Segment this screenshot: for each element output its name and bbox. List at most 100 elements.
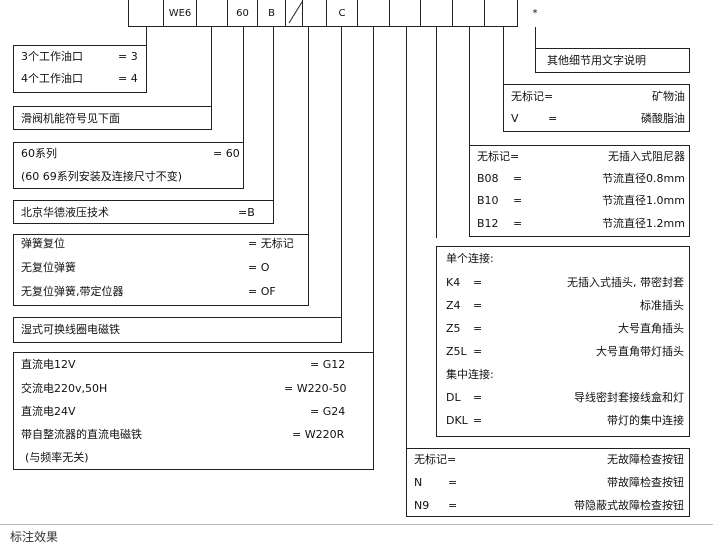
- button-eq-3: =: [448, 499, 458, 512]
- beijing-label: 北京华德液压技术: [21, 206, 109, 219]
- conn-value-6: 带灯的集中连接: [607, 414, 684, 427]
- box-damper: 无标记= 无插入式阻尼器 B08 = 节流直径0.8mm B10 = 节流直径1…: [469, 145, 690, 237]
- symbol-text: 滑阀机能符号见下面: [21, 112, 120, 125]
- box-spring: 弹簧复位 = 无标记 无复位弹簧 = O 无复位弹簧,带定位器 = OF: [13, 234, 309, 306]
- damper-label-4: B12: [477, 217, 499, 230]
- other-details-text: 其他细节用文字说明: [547, 54, 646, 67]
- code-cell-blank-1: [128, 0, 164, 27]
- conn-heading-central: 集中连接:: [446, 368, 494, 381]
- conn-eq-2: =: [473, 299, 483, 312]
- power-value-4: = W220R: [292, 428, 345, 441]
- code-cell-blank-2: [196, 0, 228, 27]
- damper-eq-3: =: [513, 194, 523, 207]
- spring-label-3: 无复位弹簧,带定位器: [21, 285, 124, 298]
- conn-label-6: DKL: [446, 414, 468, 427]
- button-label-2: N: [414, 476, 423, 489]
- damper-value-4: 节流直径1.2mm: [602, 217, 685, 230]
- code-cell-slash: [285, 0, 303, 27]
- series-value-1: = 60: [213, 147, 240, 160]
- conn-label-5: DL: [446, 391, 461, 404]
- box-oil: 无标记= 矿物油 V = 磷酸脂油: [503, 84, 690, 132]
- conn-value-2: 标准插头: [640, 299, 684, 312]
- conn-value-1: 无插入式插头, 带密封套: [567, 276, 684, 289]
- power-value-3: = G24: [310, 405, 346, 418]
- damper-value-1: 无插入式阻尼器: [608, 150, 685, 163]
- spring-value-3: = OF: [248, 285, 276, 298]
- box-fault-button: 无标记= 无故障检查按钮 N = 带故障检查按钮 N9 = 带隐蔽式故障检查按钮: [406, 448, 690, 517]
- button-eq-2: =: [448, 476, 458, 489]
- footer-caption: 标注效果: [10, 530, 59, 544]
- spring-label-1: 弹簧复位: [21, 237, 65, 250]
- damper-label-1: 无标记=: [477, 150, 520, 163]
- oil-value-2: 磷酸脂油: [641, 112, 685, 125]
- ports-label-1: 3个工作油口: [21, 50, 83, 63]
- conn-value-3: 大号直角插头: [618, 322, 684, 335]
- oil-label-2: V: [511, 112, 519, 125]
- ports-value-2: = 4: [118, 72, 138, 85]
- connector-conn: [436, 27, 437, 238]
- power-label-1: 直流电12V: [21, 358, 76, 371]
- connector-power: [373, 27, 374, 352]
- oil-value-1: 矿物油: [652, 90, 685, 103]
- power-value-2: = W220-50: [284, 382, 347, 395]
- connector-damper: [469, 27, 470, 145]
- box-series: 60系列 = 60 (60 69系列安装及连接尺寸不变): [13, 142, 244, 189]
- box-beijing: 北京华德液压技术 =B: [13, 200, 274, 224]
- damper-eq-4: =: [513, 217, 523, 230]
- damper-label-2: B08: [477, 172, 499, 185]
- spring-value-2: = O: [248, 261, 270, 274]
- conn-value-4: 大号直角带灯插头: [596, 345, 684, 358]
- conn-eq-1: =: [473, 276, 483, 289]
- code-cell-blank-4: [357, 0, 390, 27]
- connector-wet: [341, 27, 342, 342]
- box-power: 直流电12V = G12 交流电220v,50H = W220-50 直流电24…: [13, 352, 374, 470]
- code-cell-blank-6: [420, 0, 453, 27]
- power-value-1: = G12: [310, 358, 346, 371]
- power-label-3: 直流电24V: [21, 405, 76, 418]
- conn-heading-single: 单个连接:: [446, 252, 494, 265]
- spring-value-1: = 无标记: [248, 237, 294, 250]
- footer-divider: [0, 524, 713, 525]
- series-label-1: 60系列: [21, 147, 57, 160]
- damper-value-3: 节流直径1.0mm: [602, 194, 685, 207]
- box-other-details: 其他细节用文字说明: [535, 48, 690, 73]
- box-symbol: 滑阀机能符号见下面: [13, 106, 212, 130]
- code-cell-c: C: [326, 0, 358, 27]
- oil-label-1: 无标记=: [511, 90, 554, 103]
- code-cell-we6: WE6: [163, 0, 197, 27]
- conn-eq-3: =: [473, 322, 483, 335]
- power-label-5: (与频率无关): [25, 451, 89, 464]
- connector-beijing: [273, 27, 274, 223]
- button-value-3: 带隐蔽式故障检查按钮: [574, 499, 684, 512]
- damper-value-2: 节流直径0.8mm: [602, 172, 685, 185]
- conn-eq-4: =: [473, 345, 483, 358]
- damper-label-3: B10: [477, 194, 499, 207]
- wet-solenoid-text: 湿式可换线圈电磁铁: [21, 323, 120, 336]
- connector-series: [243, 27, 244, 188]
- ports-value-1: = 3: [118, 50, 138, 63]
- power-label-4: 带自整流器的直流电磁铁: [21, 428, 142, 441]
- code-cell-blank-5: [389, 0, 421, 27]
- connector-oil: [503, 27, 504, 89]
- box-connector: 单个连接: K4 = 无插入式插头, 带密封套 Z4 = 标准插头 Z5 = 大…: [436, 246, 690, 437]
- ports-label-2: 4个工作油口: [21, 72, 83, 85]
- button-label-3: N9: [414, 499, 430, 512]
- conn-label-2: Z4: [446, 299, 461, 312]
- spring-label-2: 无复位弹簧: [21, 261, 76, 274]
- code-cell-60: 60: [227, 0, 258, 27]
- conn-eq-5: =: [473, 391, 483, 404]
- button-value-1: 无故障检查按钮: [607, 453, 684, 466]
- connector-other: [535, 27, 536, 61]
- conn-value-5: 导线密封套接线盒和灯: [574, 391, 684, 404]
- button-label-1: 无标记=: [414, 453, 457, 466]
- damper-eq-2: =: [513, 172, 523, 185]
- code-cell-blank-7: [452, 0, 485, 27]
- connector-button: [406, 27, 407, 449]
- slash-mark: [288, 1, 303, 24]
- code-cell-b: B: [257, 0, 286, 27]
- conn-label-3: Z5: [446, 322, 461, 335]
- connector-symbol: [211, 27, 212, 130]
- code-cell-star: *: [532, 8, 538, 19]
- connector-spring: [308, 27, 309, 305]
- button-value-2: 带故障检查按钮: [607, 476, 684, 489]
